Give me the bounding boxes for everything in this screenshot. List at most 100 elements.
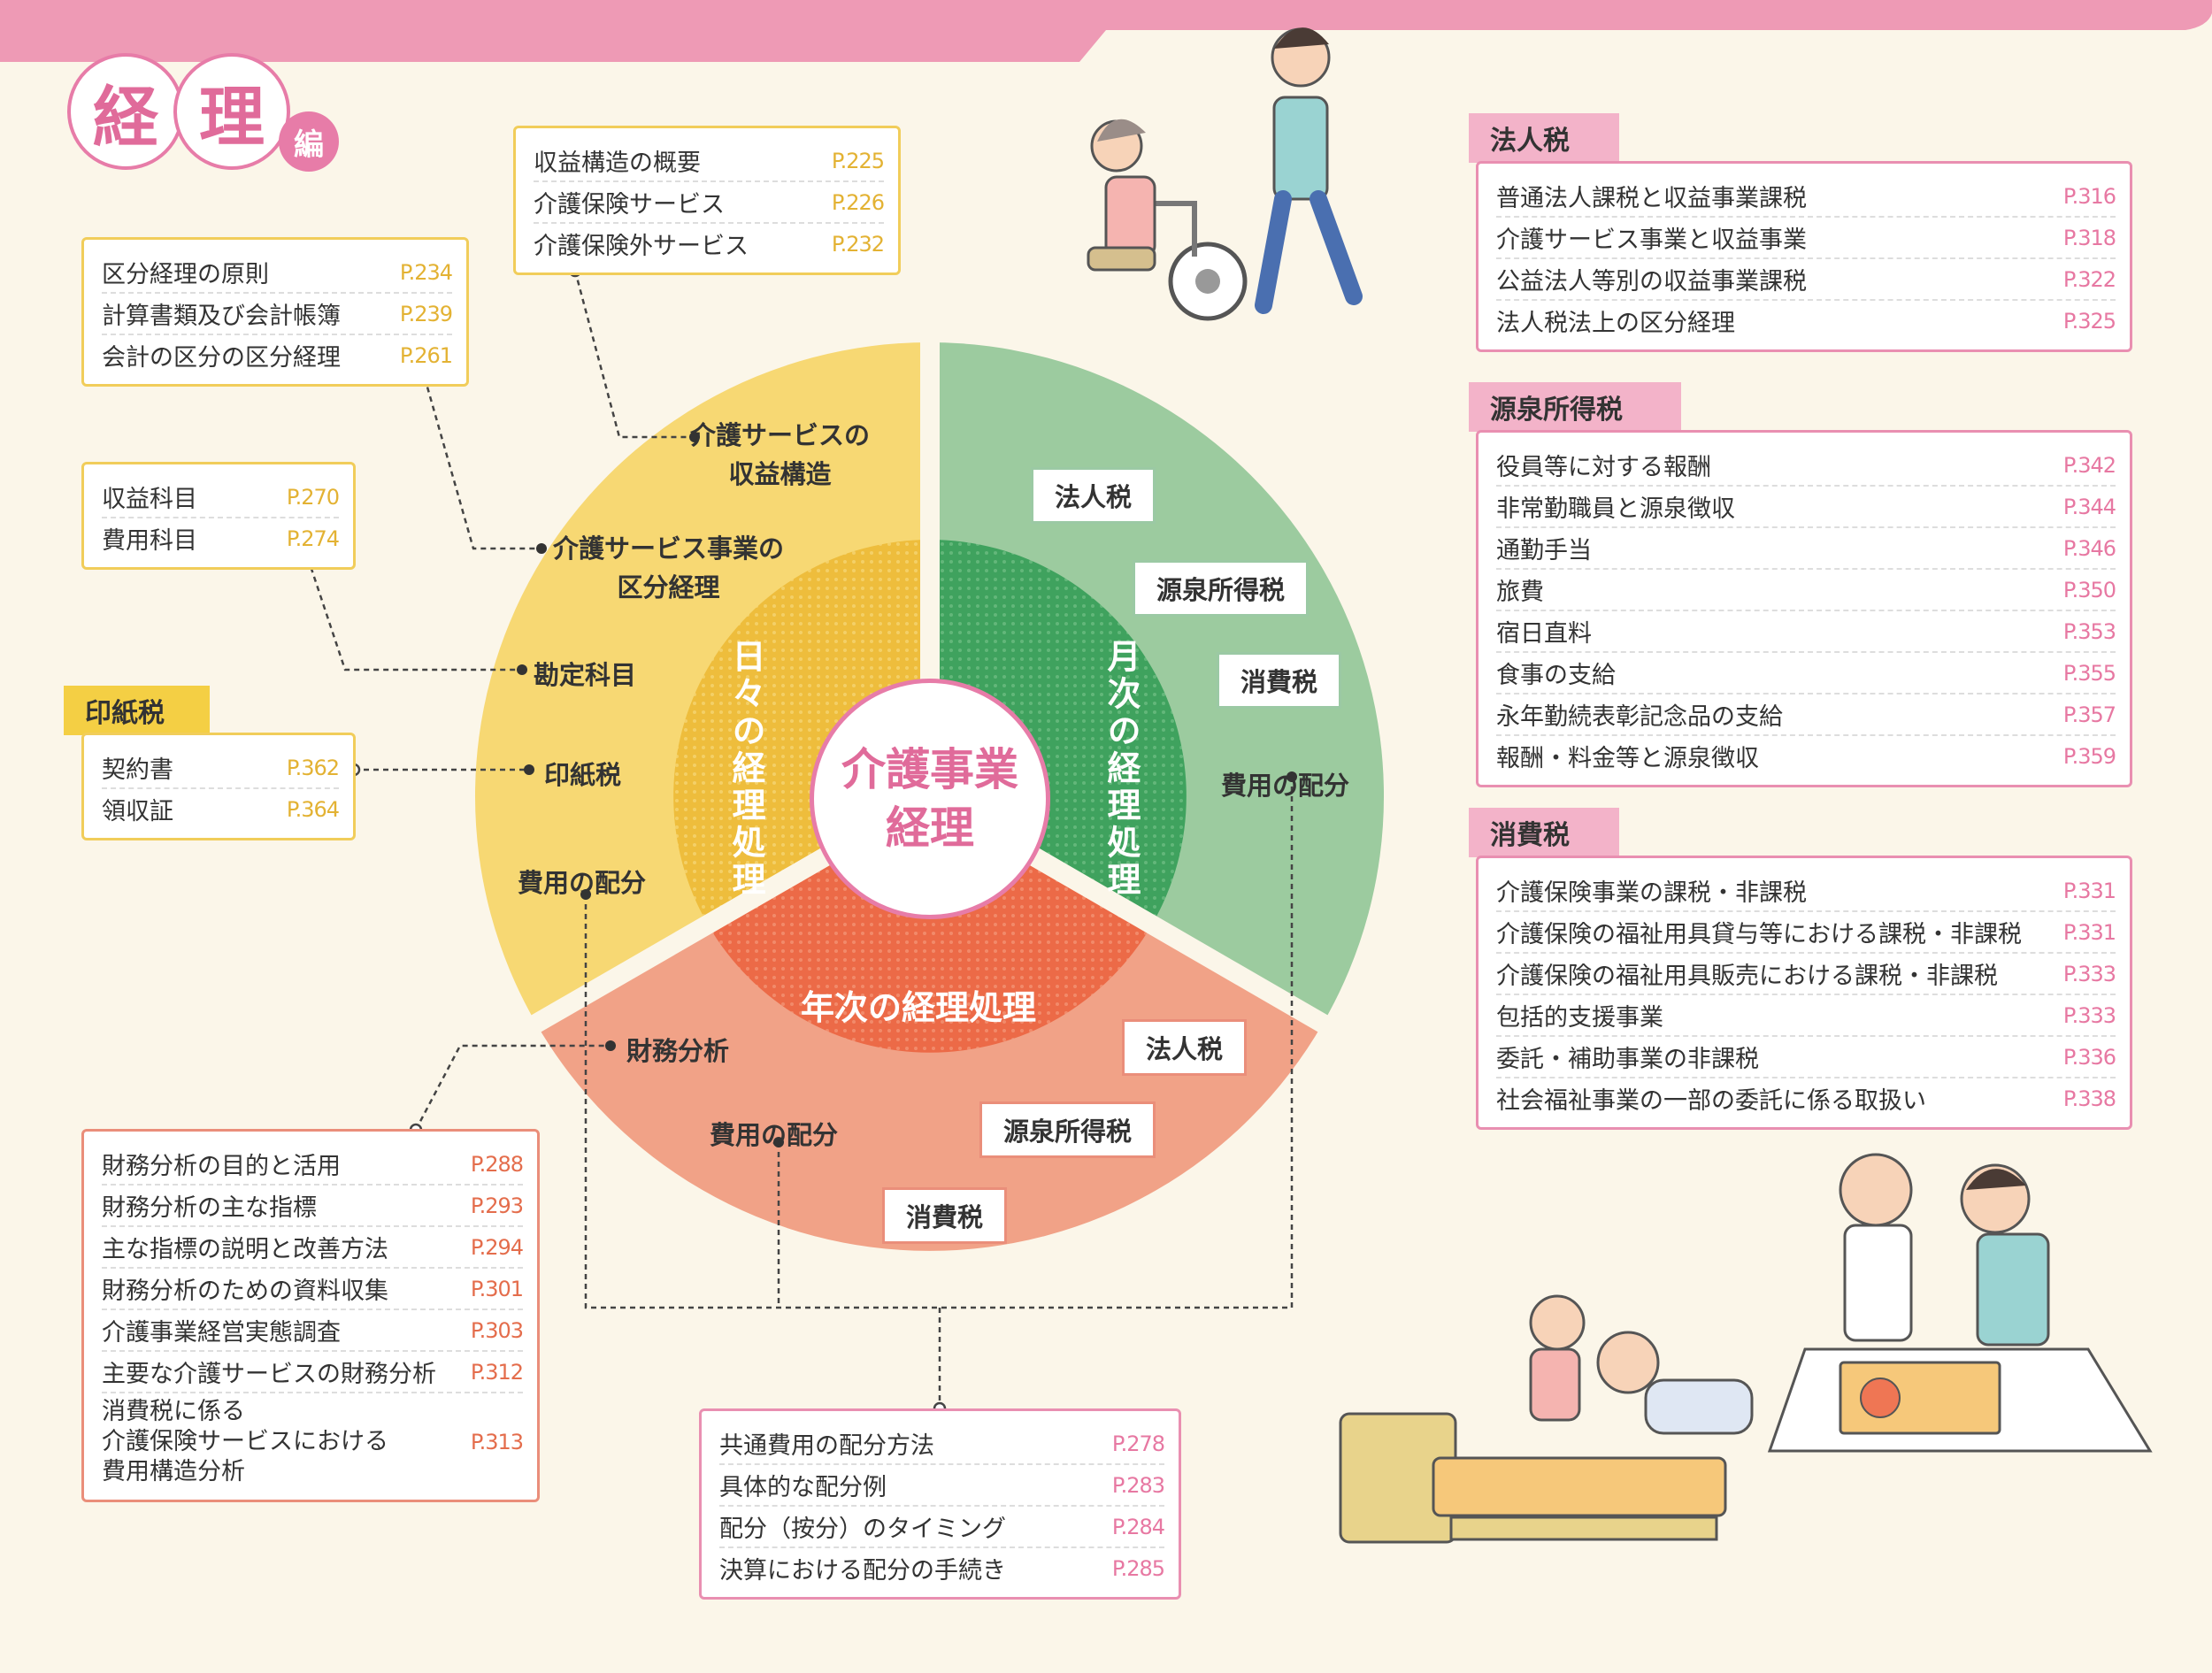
page-ref: P.278 [1111,1431,1165,1456]
list-item: 会計の区分の区分経理 P.261 [102,335,453,375]
list-item: 領収証 P.364 [102,789,340,829]
ring-label-monthly: 月次の経理処理 [1102,639,1141,899]
page-ref: P.316 [2062,183,2116,209]
ring-label-annual: 年次の経理処理 [801,988,1037,1027]
item-label: 社会福祉事業の一部の委託に係る取扱い [1496,1087,1926,1115]
box-stamp-tax: 契約書 P.362 領収証 P.364 [81,733,356,840]
monthly-tag-corp-tax: 法人税 [1031,467,1156,524]
annual-tag-withholding: 源泉所得税 [979,1101,1156,1158]
item-label: 介護サービス事業と収益事業 [1496,226,1807,254]
item-label: 財務分析の主な指標 [102,1194,317,1222]
page-ref: P.294 [470,1234,524,1260]
list-item: 介護保険外サービス P.232 [534,224,885,264]
item-label: 介護事業経営実態調査 [102,1319,341,1347]
item-label: 具体的な配分例 [719,1474,887,1501]
item-label: 領収証 [102,798,173,825]
page-ref: P.232 [831,231,885,257]
item-label: 介護保険の福祉用具販売における課税・非課税 [1496,963,1998,990]
daily-stamp-tax: 印紙税 [544,760,622,790]
title-char-2: 理 [173,53,290,170]
page-ref: P.350 [2062,577,2116,602]
monthly-cost-allocation: 費用の配分 [1221,771,1350,801]
item-label: 主な指標の説明と改善方法 [102,1236,388,1263]
annual-cost-allocation: 費用の配分 [710,1120,839,1150]
ring-label-daily: 日々の経理処理 [726,639,765,899]
page-ref: P.333 [2062,1002,2116,1028]
item-label: 共通費用の配分方法 [719,1432,934,1460]
page-ref: P.283 [1111,1472,1165,1498]
item-label: 報酬・料金等と源泉徴収 [1496,745,1759,772]
page-ref: P.353 [2062,618,2116,644]
page-ref: P.261 [399,342,453,368]
item-label: 費用科目 [102,527,197,555]
page-ref: P.362 [286,755,340,780]
item-label: 公益法人等別の収益事業課税 [1496,268,1807,295]
item-label: 法人税法上の区分経理 [1496,310,1735,337]
annual-tag-corp-tax: 法人税 [1122,1019,1248,1076]
item-label: 介護保険の福祉用具貸与等における課税・非課税 [1496,921,2022,948]
item-label: 介護保険サービス [534,191,725,219]
list-item: 主な指標の説明と改善方法 P.294 [102,1227,524,1269]
page-ref: P.318 [2062,225,2116,250]
page-ref: P.293 [470,1193,524,1218]
list-item: 公益法人等別の収益事業課税 P.322 [1496,259,2116,301]
item-label: 収益科目 [102,486,197,513]
box-corp-tax: 普通法人課税と収益事業課税 P.316 介護サービス事業と収益事業 P.318 公益… [1476,161,2132,352]
list-item: 収益科目 P.270 [102,477,340,518]
consumption-header: 消費税 [1469,808,1619,857]
page-ref: P.359 [2062,743,2116,769]
item-label: 委託・補助事業の非課税 [1496,1046,1759,1073]
item-label: 永年勤続表彰記念品の支給 [1496,703,1783,731]
item-label: 宿日直料 [1496,620,1592,648]
page-ref: P.322 [2062,266,2116,292]
item-label: 会計の区分の区分経理 [102,344,341,372]
title-char-1: 経 [67,53,184,170]
ring-annual [708,796,1152,1053]
item-label: 財務分析のための資料収集 [102,1278,388,1305]
page-ref: P.325 [2062,308,2116,334]
page-ref: P.338 [2062,1086,2116,1111]
item-label: 介護保険事業の課税・非課税 [1496,879,1807,907]
list-item: 共通費用の配分方法 P.278 [719,1424,1165,1465]
list-item: 介護サービス事業と収益事業 P.318 [1496,218,2116,259]
page-ref: P.333 [2062,961,2116,986]
page-ref: P.303 [470,1317,524,1343]
item-label: 役員等に対する報酬 [1496,454,1711,481]
item-label: 主要な介護サービスの財務分析 [102,1361,436,1388]
item-label: 収益構造の概要 [534,150,701,177]
item-label: 配分（按分）のタイミング [719,1516,1006,1543]
item-label: 通勤手当 [1496,537,1592,564]
center-line-2: 経理 [886,802,974,854]
list-item: 財務分析の主な指標 P.293 [102,1186,524,1227]
daily-division-accounting: 介護サービス事業の 区分経理 [553,533,785,602]
list-item: 契約書 P.362 [102,748,340,789]
page-ref: P.313 [470,1430,524,1454]
page-ref: P.364 [286,796,340,822]
item-label: 普通法人課税と収益事業課税 [1496,185,1807,212]
page-ref: P.270 [286,484,340,510]
item-label: 介護保険外サービス [534,233,749,260]
item-label: 契約書 [102,756,173,784]
page-ref: P.239 [399,301,453,326]
page-ref: P.355 [2062,660,2116,686]
monthly-tag-withholding: 源泉所得税 [1133,560,1310,617]
list-item: 具体的な配分例 P.283 [719,1465,1165,1507]
